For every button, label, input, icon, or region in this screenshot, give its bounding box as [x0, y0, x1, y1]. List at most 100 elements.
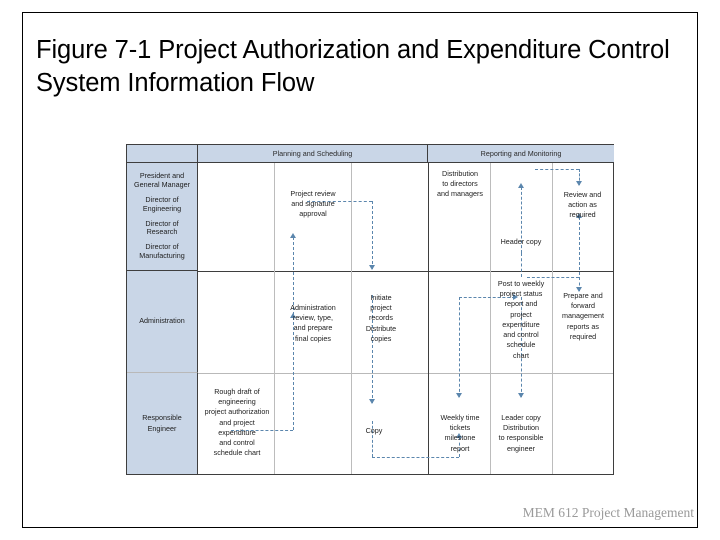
- connector-prepare-to-review-v: [579, 217, 580, 275]
- connector-headercopy-v: [521, 187, 522, 253]
- lane-line: Engineer: [147, 423, 177, 433]
- node-line: and signature: [291, 199, 335, 209]
- node-line: and project: [219, 417, 255, 427]
- node-weekly-time-tickets: Weekly time tickets milestone report: [432, 413, 488, 454]
- lane-label-executives: President and General Manager Director o…: [127, 163, 198, 271]
- node-line: Header copy: [500, 237, 542, 246]
- row-divider-executives-administration: [198, 271, 613, 272]
- lane-line: Director of: [145, 195, 179, 204]
- connector-weekly-up-v: [459, 437, 460, 457]
- node-line: engineer: [507, 443, 535, 453]
- column-divider-p2: [351, 163, 352, 474]
- arrowhead-to-admin-review: [290, 313, 296, 318]
- node-line: forward: [571, 301, 595, 311]
- lane-line: Research: [146, 227, 178, 237]
- lane-line: President and: [139, 171, 185, 181]
- lane-line: General Manager: [134, 180, 190, 190]
- node-line: expenditure: [218, 427, 256, 437]
- node-line: and control: [503, 330, 539, 340]
- header-reporting-and-monitoring: Reporting and Monitoring: [428, 145, 614, 163]
- connector-post-to-prepare-v: [579, 277, 580, 291]
- node-line: milestone: [444, 433, 476, 443]
- node-line: Administration: [290, 303, 336, 312]
- arrowhead-to-review-action: [576, 181, 582, 186]
- header-corner-cell: [127, 145, 198, 163]
- node-distribution-to-directors: Distribution to directors and managers: [431, 169, 489, 200]
- node-line: Leader copy: [501, 413, 541, 422]
- node-line: action as: [568, 200, 597, 210]
- diagram-header-row: Planning and Scheduling Reporting and Mo…: [127, 145, 614, 163]
- connector-weekly-to-post-h: [459, 297, 515, 298]
- node-line: report and: [504, 299, 538, 309]
- connector-post-to-headercopy-v: [521, 253, 522, 277]
- slide-footer: MEM 612 Project Management: [522, 505, 694, 520]
- node-line: reports as: [567, 321, 599, 331]
- node-line: required: [569, 210, 596, 220]
- lane-line: Director of: [145, 218, 179, 228]
- node-prepare-and-forward-reports: Prepare and forward management reports a…: [555, 291, 611, 342]
- node-line: project authorization: [204, 407, 270, 417]
- node-copy: Copy: [354, 426, 394, 436]
- arrowhead-to-distribution: [518, 183, 524, 188]
- lane-line: Director of: [145, 242, 179, 252]
- connector-roughdraft-to-admin-h: [231, 430, 293, 431]
- node-line: schedule chart: [213, 448, 261, 458]
- node-line: expenditure: [502, 319, 540, 329]
- lane-line: Responsible: [142, 413, 182, 423]
- connector-initiate-to-copy-v: [372, 295, 373, 403]
- connector-review-to-initiate-h: [307, 201, 372, 202]
- node-line: review, type,: [293, 313, 333, 323]
- arrowhead-to-initiate-records: [369, 265, 375, 270]
- connector-copy-down-v: [372, 421, 373, 457]
- arrowhead-to-project-review: [290, 233, 296, 238]
- column-divider-p1: [274, 163, 275, 474]
- node-line: Weekly time: [440, 413, 480, 422]
- node-line: project: [510, 309, 532, 319]
- connector-copy-to-weekly-h: [372, 457, 459, 458]
- node-line: Post to weekly: [497, 279, 545, 288]
- node-line: to responsible: [498, 433, 544, 443]
- page-title: Figure 7-1 Project Authorization and Exp…: [36, 36, 670, 97]
- node-line: project status: [499, 289, 543, 299]
- arrowhead-to-weekly-tickets: [456, 433, 462, 438]
- column-divider-r1: [490, 163, 491, 474]
- node-line: management: [562, 311, 604, 321]
- node-line: Prepare and: [563, 291, 603, 300]
- lane-line: Administration: [139, 316, 185, 326]
- connector-distribution-to-review-v: [579, 169, 580, 185]
- arrowhead-to-leader-copy: [518, 393, 524, 398]
- node-line: Copy: [365, 426, 383, 435]
- lane-line: Engineering: [142, 203, 182, 213]
- node-line: and prepare: [293, 323, 333, 333]
- connector-review-to-initiate-v: [372, 201, 373, 269]
- arrowhead-up-to-review-action: [576, 213, 582, 218]
- node-line: project: [370, 303, 392, 313]
- node-line: Distribution: [442, 169, 478, 178]
- node-line: and managers: [437, 189, 483, 199]
- node-header-copy: Header copy: [493, 237, 549, 247]
- node-rough-draft: Rough draft of engineering project autho…: [199, 387, 275, 459]
- node-post-to-weekly-status: Post to weekly project status report and…: [492, 279, 550, 361]
- node-line: copies: [370, 333, 392, 343]
- lane-label-responsible-engineer: Responsible Engineer: [127, 373, 198, 474]
- information-flow-diagram: Planning and Scheduling Reporting and Mo…: [126, 144, 614, 475]
- arrowhead-to-post-weekly-left: [513, 294, 518, 300]
- connector-leadercopy-v: [521, 297, 522, 397]
- node-line: required: [569, 331, 597, 341]
- node-line: Initiate: [370, 293, 392, 302]
- node-initiate-project-records: Initiate project records Distribute copi…: [354, 293, 408, 344]
- node-line: and control: [219, 438, 255, 448]
- lane-label-administration: Administration: [127, 271, 198, 373]
- node-line: Project review: [290, 189, 336, 198]
- row-divider-administration-engineer: [198, 373, 613, 374]
- node-line: Distribution: [503, 423, 539, 433]
- node-line: Distribute: [365, 323, 397, 333]
- node-project-review: Project review and signature approval: [277, 189, 349, 220]
- node-leader-copy: Leader copy Distribution to responsible …: [492, 413, 550, 454]
- node-line: approval: [299, 209, 327, 219]
- node-line: report: [450, 443, 470, 453]
- arrowhead-to-prepare-forward: [576, 287, 582, 292]
- header-planning-and-scheduling: Planning and Scheduling: [198, 145, 428, 163]
- lane-line: Manufacturing: [139, 251, 185, 261]
